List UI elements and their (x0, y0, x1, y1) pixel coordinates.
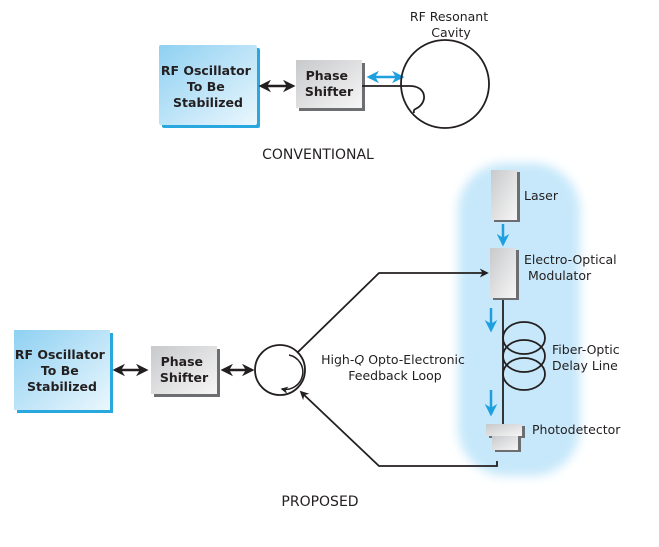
modulator-box (490, 248, 519, 300)
modulator-label: Electro-Optical Modulator (524, 252, 621, 283)
cavity-label-line1: RF Resonant (410, 9, 488, 24)
coupling-loop (362, 85, 425, 114)
svg-text:RF Oscillator To Be: RF Oscillator To Be Stabilized (161, 63, 255, 110)
conventional-oscillator-box: RF Oscillator To Be Stabilized (159, 45, 260, 128)
proposed-oscillator-line1: RF Oscillator (15, 347, 106, 362)
cavity-label-line2: Cavity (431, 25, 471, 40)
optical-region (458, 163, 580, 476)
proposed-caption: PROPOSED (281, 494, 358, 510)
conventional-oscillator-line2: To Be (187, 79, 225, 94)
proposed-oscillator-line3: Stabilized (27, 379, 97, 394)
conventional-phase-shifter-box: Phase Shifter (296, 60, 365, 111)
svg-text:RF Resonant Cavity: RF Resonant Cavity (410, 9, 492, 40)
circulator-icon (254, 344, 306, 396)
proposed-phase-shifter-line2: Shifter (160, 370, 209, 385)
svg-text:RF Oscillator To Be: RF Oscillator To Be Stabilized (15, 347, 109, 394)
conventional-section: RF Oscillator To Be Stabilized Phase Shi… (159, 9, 492, 163)
conventional-oscillator-line3: Stabilized (173, 95, 243, 110)
svg-text:Phase Shifter: Phase Shifter (160, 354, 209, 385)
photodetector-icon (486, 424, 525, 452)
conventional-phase-shifter-line2: Shifter (305, 84, 354, 99)
laser-label: Laser (524, 188, 559, 203)
rf-resonant-cavity-icon (400, 39, 490, 129)
fiber-optic-coil-icon (502, 300, 546, 424)
conventional-oscillator-line1: RF Oscillator (161, 63, 252, 78)
feedback-line-from-photodetector (299, 390, 498, 467)
feedback-loop-label: High-Q Opto-Electronic Feedback Loop (321, 352, 469, 383)
conventional-caption: CONVENTIONAL (262, 147, 374, 163)
proposed-oscillator-line2: To Be (41, 363, 79, 378)
photodetector-label: Photodetector (532, 422, 621, 437)
conventional-phase-shifter-line1: Phase (306, 68, 348, 83)
svg-text:Phase Shifter: Phase Shifter (305, 68, 354, 99)
laser-box (491, 170, 520, 222)
proposed-oscillator-box: RF Oscillator To Be Stabilized (14, 330, 113, 413)
proposed-phase-shifter-line1: Phase (161, 354, 203, 369)
proposed-section: RF Oscillator To Be Stabilized Phase Shi… (14, 163, 624, 510)
delay-line-label: Fiber-Optic Delay Line (552, 342, 624, 373)
feedback-line-to-modulator (297, 268, 489, 353)
proposed-phase-shifter-box: Phase Shifter (151, 346, 220, 397)
